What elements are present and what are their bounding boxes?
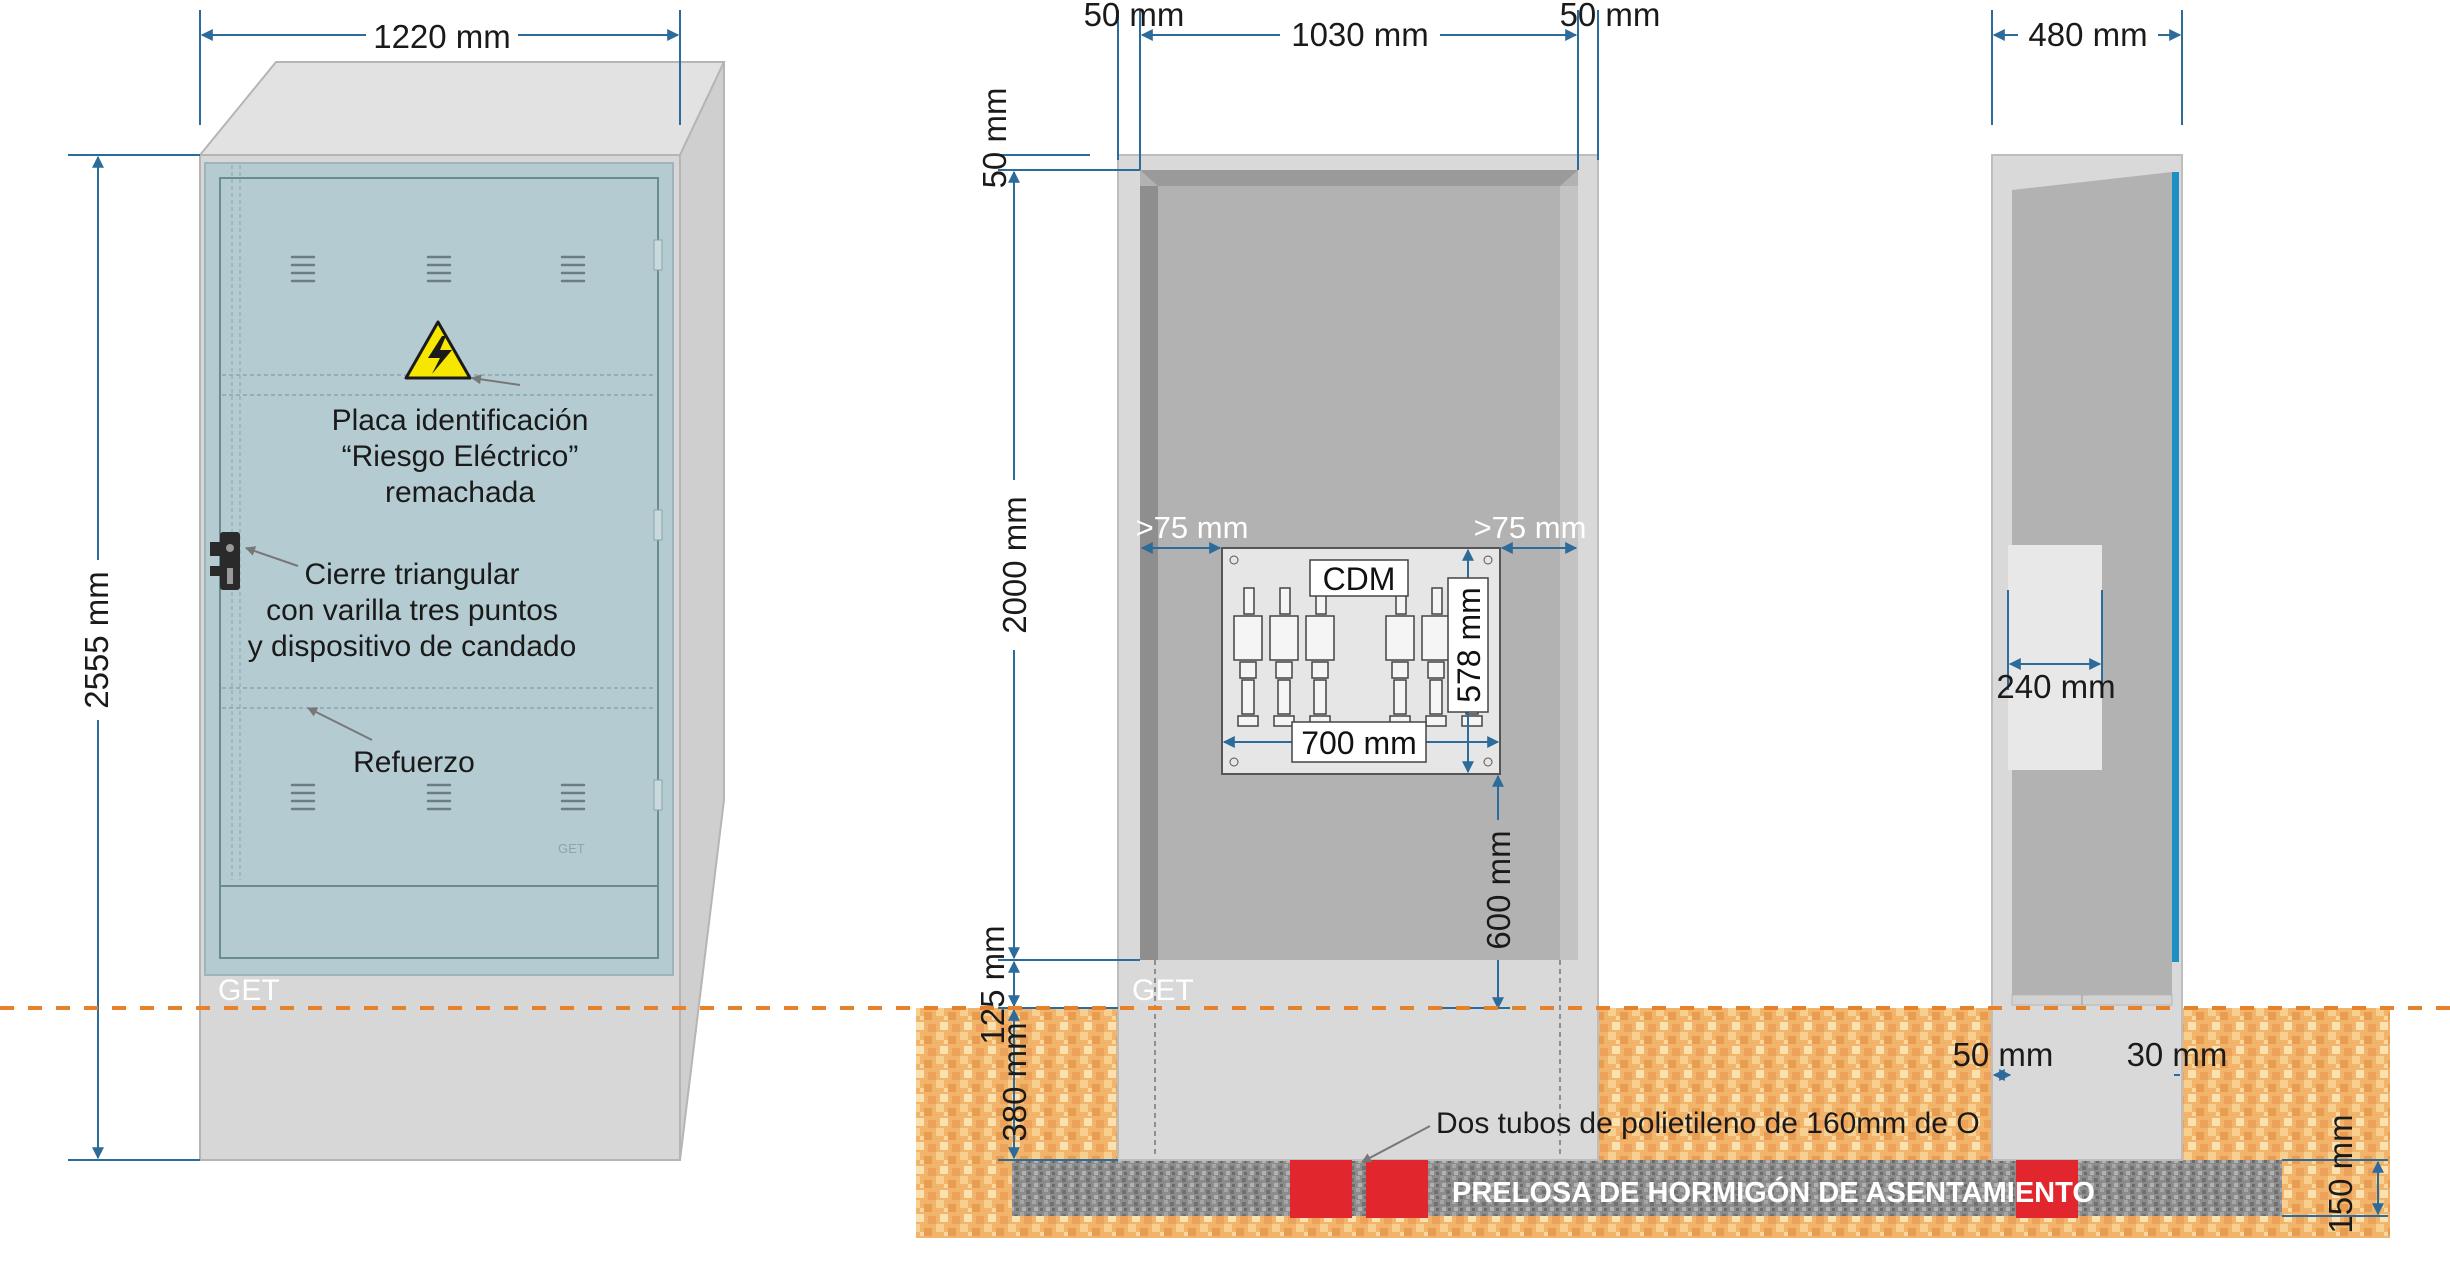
conduit-tubes <box>1290 1160 2078 1218</box>
door-brand-text: GET <box>558 841 585 856</box>
interior-brand-text: GET <box>1132 974 1194 1007</box>
height-to-plate-label: 600 mm <box>1480 830 1517 949</box>
slab-thickness-label: 150 mm <box>2322 1114 2359 1233</box>
side-right-wall-label: 30 mm <box>2127 1036 2228 1073</box>
plate-width-label: 700 mm <box>1301 725 1417 761</box>
plate-height-label: 578 mm <box>1451 587 1487 703</box>
side-depth-dimension: 480 mm <box>1991 10 2183 125</box>
plate-width-dimension: 700 mm <box>1222 721 1500 763</box>
lock-label-line2: con varilla tres puntos <box>266 594 558 627</box>
clearance-dimensions: >75 mm >75 mm <box>1136 510 1587 554</box>
plate-label-line3: remachada <box>385 476 535 509</box>
right-wall-label: 50 mm <box>1560 0 1661 33</box>
lock-label-line3: y dispositivo de candado <box>248 630 577 663</box>
interior-height-dimensions: 50 mm 2000 mm 125 mm 380 mm <box>974 88 1140 1161</box>
side-panel-width-dimension: 240 mm <box>1996 590 2116 705</box>
fuse-bases <box>1233 587 1487 727</box>
plate-height-dimension: 578 mm <box>1447 548 1489 774</box>
side-view-cabinet <box>1991 154 2183 1161</box>
front-leader-lines <box>245 374 521 741</box>
cdm-label-box: CDM <box>1309 559 1409 597</box>
door-panel <box>204 162 674 976</box>
ventilation-grilles <box>290 255 586 811</box>
height-to-plate-dimension: 600 mm <box>1440 774 1517 1010</box>
side-panel-width-label: 240 mm <box>1996 668 2115 705</box>
warning-sign-icon <box>404 320 472 380</box>
side-depth-label: 480 mm <box>2028 16 2147 53</box>
right-clearance-label: >75 mm <box>1474 510 1587 545</box>
front-width-dimension: 1220 mm <box>199 10 681 125</box>
left-wall-label: 50 mm <box>1084 0 1185 33</box>
cdm-label: CDM <box>1323 561 1396 597</box>
interior-view-cabinet <box>1117 154 1599 1161</box>
side-left-wall-label: 50 mm <box>1953 1036 2054 1073</box>
slab-thickness-dimension: 150 mm <box>2282 1114 2388 1234</box>
plate-label-line1: Placa identificación <box>332 404 589 437</box>
lock-label-line1: Cierre triangular <box>304 558 519 591</box>
front-brand-text: GET <box>218 974 280 1007</box>
tubes-leader <box>1361 1125 1431 1163</box>
plate-label-line2: “Riesgo Eléctrico” <box>342 440 579 473</box>
top-wall-label: 50 mm <box>976 88 1013 189</box>
side-wall-dimensions: 50 mm 30 mm <box>1953 1036 2228 1081</box>
door-lock-icon <box>210 532 240 590</box>
front-height-dimension: 2555 mm <box>68 154 200 1161</box>
left-clearance-label: >75 mm <box>1136 510 1249 545</box>
slab-label: PRELOSA DE HORMIGÓN DE ASENTAMIENTO <box>1452 1175 2095 1209</box>
buried-depth-label: 380 mm <box>996 1022 1033 1141</box>
bottom-gap-label: 125 mm <box>974 925 1011 1044</box>
interior-height-label: 2000 mm <box>996 496 1033 634</box>
front-width-label: 1220 mm <box>373 18 511 55</box>
interior-width-label: 1030 mm <box>1291 16 1429 53</box>
front-height-label: 2555 mm <box>78 571 115 709</box>
reinforcement-label: Refuerzo <box>353 746 475 779</box>
interior-width-dimensions: 1030 mm 50 mm 50 mm <box>1084 0 1661 170</box>
tubes-label: Dos tubos de polietileno de 160mm de O <box>1436 1107 1980 1140</box>
